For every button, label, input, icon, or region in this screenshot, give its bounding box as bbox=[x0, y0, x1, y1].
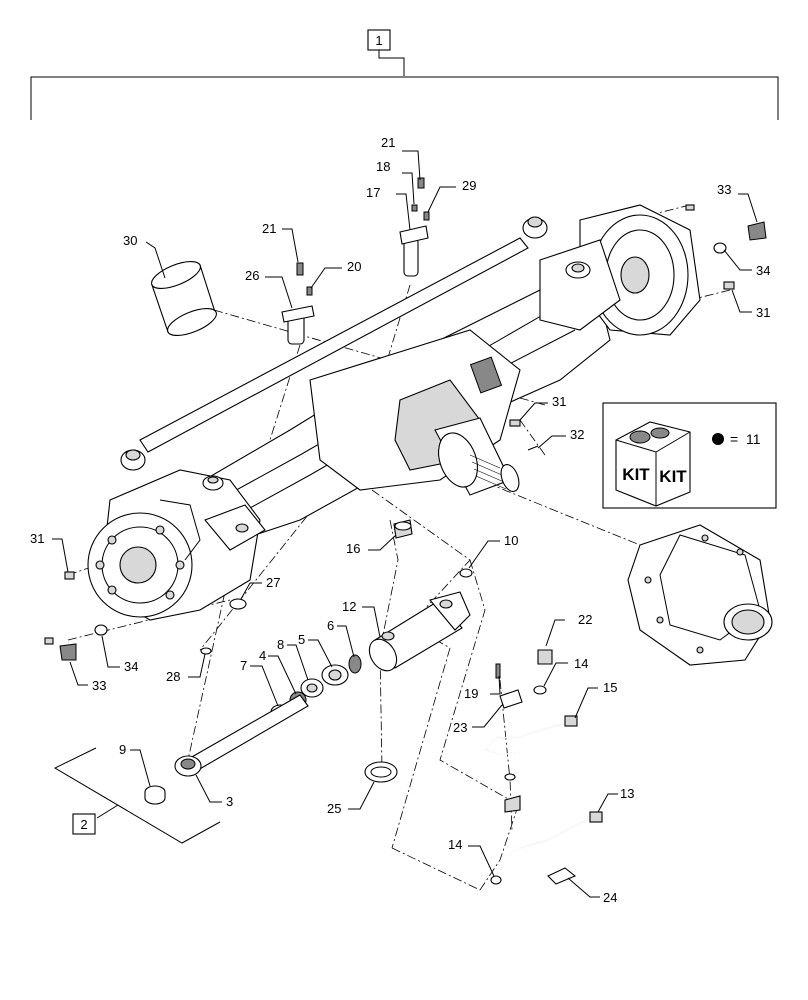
callout-30: 30 bbox=[123, 233, 137, 248]
kit-box-number: 2 bbox=[80, 817, 87, 832]
callout-28: 28 bbox=[166, 669, 180, 684]
callout-20: 20 bbox=[347, 259, 361, 274]
kit-label-side: KIT bbox=[659, 467, 687, 486]
callout-15: 15 bbox=[603, 680, 617, 695]
callout-17: 17 bbox=[366, 185, 380, 200]
callout-5: 5 bbox=[298, 632, 305, 647]
callout-26: 26 bbox=[245, 268, 259, 283]
callout-21-lower: 21 bbox=[262, 221, 276, 236]
axle-housing bbox=[87, 204, 701, 621]
callout-7: 7 bbox=[240, 658, 247, 673]
callout-9: 9 bbox=[119, 742, 126, 757]
assembly-box-number: 1 bbox=[375, 33, 382, 48]
callout-6: 6 bbox=[327, 618, 334, 633]
callout-23: 23 bbox=[453, 720, 467, 735]
callout-25: 25 bbox=[327, 801, 341, 816]
callout-31-right: 31 bbox=[756, 305, 770, 320]
callout-18: 18 bbox=[376, 159, 390, 174]
callout-10: 10 bbox=[504, 533, 518, 548]
callout-14-upper: 14 bbox=[574, 656, 588, 671]
callout-31-left: 31 bbox=[30, 531, 44, 546]
callout-numbers: 21 18 29 17 21 20 30 26 33 34 31 31 32 3… bbox=[30, 135, 770, 905]
callout-3: 3 bbox=[226, 794, 233, 809]
callout-32: 32 bbox=[570, 427, 584, 442]
callout-33-left: 33 bbox=[92, 678, 106, 693]
callout-22: 22 bbox=[578, 612, 592, 627]
callout-29: 29 bbox=[462, 178, 476, 193]
callout-31-center: 31 bbox=[552, 394, 566, 409]
callout-8: 8 bbox=[277, 637, 284, 652]
callout-24: 24 bbox=[603, 890, 617, 905]
callout-34-right: 34 bbox=[756, 263, 770, 278]
callout-12: 12 bbox=[342, 599, 356, 614]
assembly-bracket: 1 bbox=[30, 29, 779, 120]
callout-21-upper: 21 bbox=[381, 135, 395, 150]
kit-dot-icon bbox=[712, 433, 724, 445]
kit-label-front: KIT bbox=[622, 465, 650, 484]
drive-flange bbox=[627, 524, 773, 666]
kit-legend: KIT KIT = 11 bbox=[602, 402, 777, 509]
callout-27: 27 bbox=[266, 575, 280, 590]
kit-equals: = bbox=[730, 431, 738, 447]
callout-34-left: 34 bbox=[124, 659, 138, 674]
callout-13: 13 bbox=[620, 786, 634, 801]
callout-4: 4 bbox=[259, 648, 266, 663]
callout-14-lower: 14 bbox=[448, 837, 462, 852]
callout-leaders bbox=[52, 150, 758, 898]
kit-ref-number: 11 bbox=[746, 431, 761, 447]
callout-33-right: 33 bbox=[717, 182, 731, 197]
callout-16: 16 bbox=[346, 541, 360, 556]
hardware-parts bbox=[44, 177, 767, 885]
callout-19: 19 bbox=[464, 686, 478, 701]
kit-bracket: 2 bbox=[53, 747, 221, 844]
